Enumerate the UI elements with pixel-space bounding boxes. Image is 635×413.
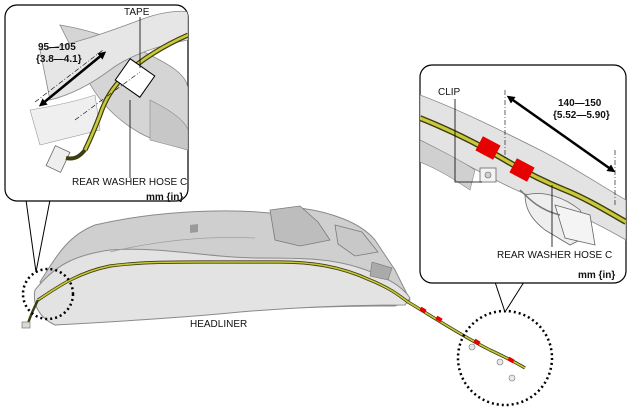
right-callout-box: CLIP 140—150 {5.52—5.90} REAR WASHER HOS… — [419, 64, 627, 284]
tape-piece — [114, 58, 156, 98]
left-hose-label: REAR WASHER HOSE C — [72, 177, 187, 188]
left-callout-box: TAPE 95—105 {3.8—4.1} REAR WASHER HOSE C… — [4, 4, 189, 203]
zoom-circle-left — [21, 267, 75, 321]
right-dimension-in: {5.52—5.90} — [553, 110, 610, 121]
left-dimension-in: {3.8—4.1} — [36, 54, 82, 65]
right-dimension-mm: 140—150 — [558, 98, 602, 109]
right-tape-1 — [475, 136, 501, 160]
clip-label: CLIP — [438, 87, 461, 98]
left-unit-label: mm {in} — [146, 192, 183, 203]
headliner-label: HEADLINER — [190, 319, 247, 330]
tape-label: TAPE — [124, 7, 150, 18]
right-hose-label: REAR WASHER HOSE C — [497, 250, 612, 261]
clip-markers-main — [468, 343, 516, 382]
left-callout-leader — [25, 199, 51, 273]
headliner-panel — [33, 205, 411, 326]
left-dimension-arrow — [38, 51, 107, 107]
right-callout-leader — [494, 281, 525, 314]
right-dimension-arrow — [506, 95, 616, 173]
left-dimension-mm: 95—105 — [38, 42, 76, 53]
right-unit-label: mm {in} — [578, 270, 615, 281]
tape-markers-main — [419, 306, 515, 364]
